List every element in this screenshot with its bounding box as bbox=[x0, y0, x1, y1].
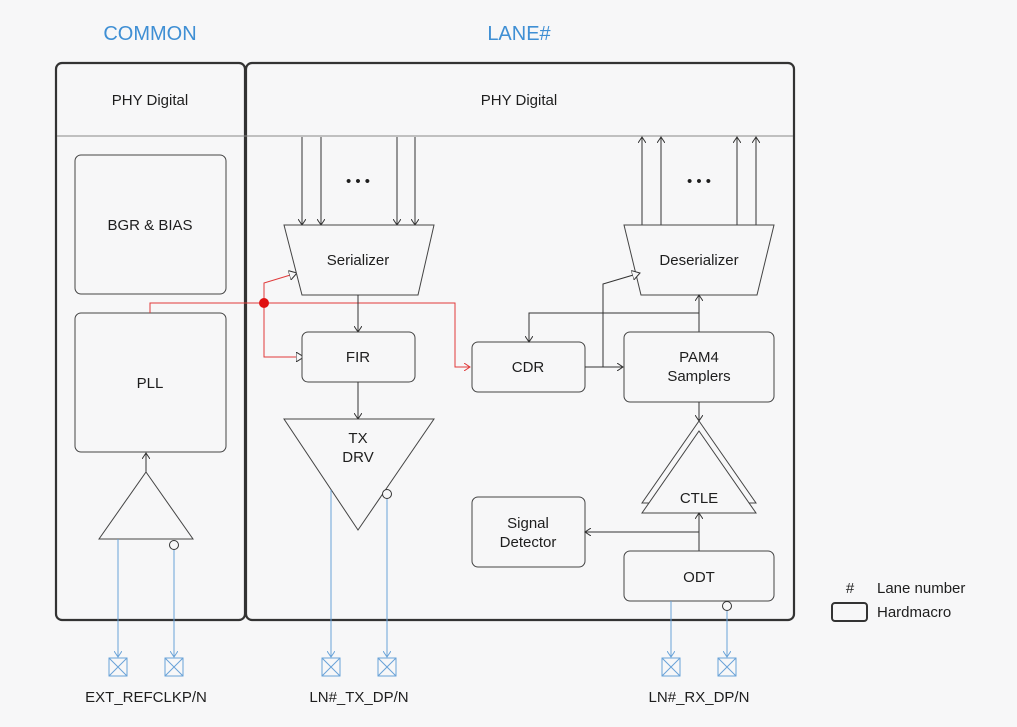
pam4-label-2: Samplers bbox=[667, 368, 730, 385]
ctle-label: CTLE bbox=[680, 490, 718, 507]
pad-icon bbox=[321, 657, 341, 677]
odt-label: ODT bbox=[683, 569, 715, 586]
pad-icon bbox=[108, 657, 128, 677]
header-common: COMMON bbox=[103, 23, 196, 45]
tx-pads bbox=[321, 490, 397, 677]
lane-phy-digital: PHY Digital bbox=[481, 92, 557, 109]
rx-pin-label: LN#_RX_DP/N bbox=[649, 689, 750, 706]
clock-to-serializer-wire bbox=[263, 273, 297, 303]
bgr-bias-label: BGR & BIAS bbox=[107, 217, 192, 234]
pam4-to-cdr-wire bbox=[529, 312, 699, 342]
deserializer-label: Deserializer bbox=[659, 252, 738, 269]
deserializer-ellipsis: • • • bbox=[687, 173, 711, 190]
signal-detector-block bbox=[471, 496, 586, 568]
bgr-bias-block bbox=[74, 154, 227, 295]
odt-block bbox=[623, 550, 775, 602]
clock-to-fir-wire bbox=[263, 303, 304, 357]
serializer-ellipsis: • • • bbox=[346, 173, 370, 190]
cdr-label: CDR bbox=[512, 359, 545, 376]
tx-driver bbox=[283, 418, 435, 531]
serializer-label: Serializer bbox=[327, 252, 390, 269]
pad-icon bbox=[661, 657, 681, 677]
signal-detector-label-1: Signal bbox=[507, 515, 549, 532]
pam4-samplers-block bbox=[623, 331, 775, 403]
serializer-inputs bbox=[302, 137, 415, 225]
refclk-inv-bubble bbox=[169, 540, 179, 550]
lane-hardmacro bbox=[244, 61, 796, 622]
pad-icon bbox=[377, 657, 397, 677]
tx-pin-label: LN#_TX_DP/N bbox=[309, 689, 408, 706]
fir-label: FIR bbox=[346, 349, 370, 366]
signal-detector-label-2: Detector bbox=[500, 534, 557, 551]
legend-hash-label: Lane number bbox=[877, 580, 965, 597]
header-lane: LANE# bbox=[487, 23, 551, 45]
pad-icon bbox=[717, 657, 737, 677]
rx-pads bbox=[661, 601, 737, 677]
tx-inv-bubble bbox=[382, 489, 392, 499]
rx-inv-bubble bbox=[722, 601, 732, 611]
pad-icon bbox=[164, 657, 184, 677]
legend-hardmacro-label: Hardmacro bbox=[877, 604, 951, 621]
legend: # Lane number Hardmacro bbox=[831, 580, 965, 622]
serializer-block bbox=[283, 224, 435, 296]
refclk-buffer bbox=[98, 471, 194, 540]
refclk-pin-label: EXT_REFCLKP/N bbox=[85, 689, 207, 706]
pam4-label-1: PAM4 bbox=[679, 349, 719, 366]
legend-hash-symbol: # bbox=[846, 580, 855, 597]
legend-hardmacro-icon bbox=[831, 602, 868, 622]
clock-to-cdr-wire bbox=[149, 302, 470, 367]
clock-junction bbox=[259, 298, 269, 308]
pll-label: PLL bbox=[137, 375, 164, 392]
refclk-pads bbox=[108, 539, 184, 677]
common-phy-digital: PHY Digital bbox=[112, 92, 188, 109]
tx-drv-label-2: DRV bbox=[342, 449, 373, 466]
cdr-clock-to-deserializer-wire bbox=[602, 273, 640, 367]
deserializer-outputs bbox=[642, 137, 756, 225]
tx-drv-label-1: TX bbox=[348, 430, 367, 447]
